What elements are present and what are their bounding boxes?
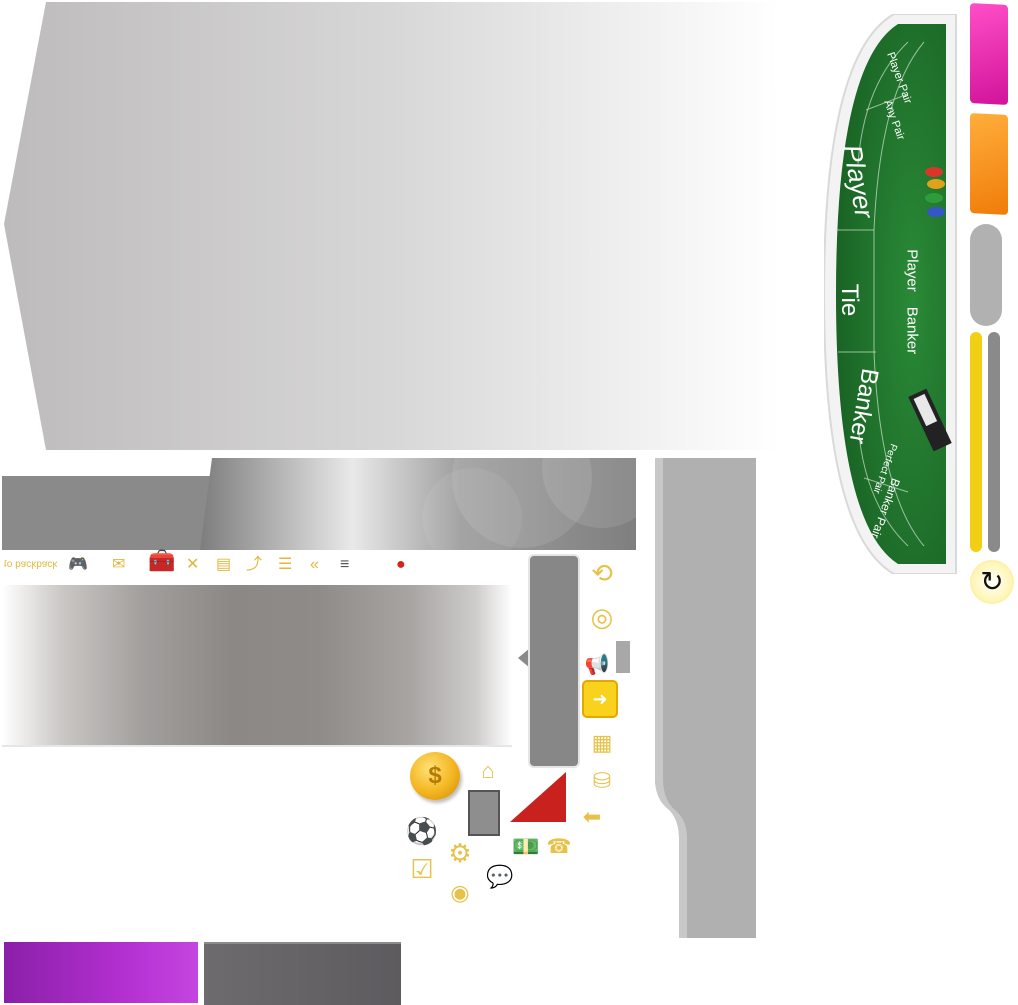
chip-stack — [925, 167, 945, 217]
tie-bet-label[interactable]: Tie — [836, 283, 863, 317]
slots-icon[interactable]: ▦ — [591, 730, 613, 755]
orange-card-tile[interactable] — [970, 113, 1008, 215]
gold-coin-icon[interactable]: $ — [410, 752, 460, 800]
align-icon[interactable]: ≡ — [340, 556, 350, 573]
soccer-ball-icon[interactable]: ⚽ — [405, 816, 439, 846]
grey-progress-bar — [988, 332, 1000, 552]
treasure-chest-icon[interactable]: 🧰 — [148, 548, 176, 573]
small-grey-bar — [616, 641, 630, 673]
menu-icon[interactable]: ☰ — [278, 556, 293, 573]
header-banner — [2, 458, 636, 550]
home-icon[interactable]: ⌂ — [481, 758, 495, 783]
close-icon[interactable]: ✕ — [186, 556, 200, 573]
megaphone-icon[interactable]: 📢 — [584, 654, 610, 676]
double-chevron-icon[interactable]: « — [310, 556, 319, 573]
scroll-rail — [655, 458, 756, 938]
purple-tile — [4, 942, 198, 1003]
baccarat-table: Player Pair Any Pair Player Tie Player B… — [822, 13, 974, 575]
chip-stack-icon[interactable]: ⛁ — [592, 768, 612, 793]
grey-pill-tile — [970, 224, 1002, 326]
card-shoe — [908, 388, 952, 452]
refresh-icon[interactable]: ↻ — [970, 560, 1014, 604]
large-panel-background — [4, 2, 779, 454]
gamepad-icon[interactable]: 🎮 — [68, 556, 88, 573]
eye-icon[interactable]: ◉ — [450, 880, 470, 905]
grey-tile — [204, 942, 401, 1005]
checkbox-icon[interactable]: ☑ — [410, 854, 434, 884]
tooltip-arrow — [518, 648, 530, 668]
grey-swatch — [468, 790, 500, 836]
pink-card-tile[interactable] — [970, 3, 1008, 105]
tooltip-panel — [528, 554, 580, 768]
target-icon[interactable]: ◎ — [590, 602, 614, 632]
chat-bubble-icon[interactable]: ● — [396, 556, 406, 573]
list-icon[interactable]: ▤ — [216, 556, 232, 573]
back-arrow-icon[interactable]: ⬅ — [582, 804, 602, 829]
pin-icon[interactable]: ⤴ — [246, 556, 263, 573]
mail-icon[interactable]: ✉ — [112, 556, 126, 573]
mirrored-label: ʞɔɐqʞɔɐq oʇ — [4, 559, 58, 570]
yellow-progress-bar — [970, 332, 982, 552]
exit-icon[interactable]: ➜ — [582, 680, 618, 718]
content-panel — [2, 585, 512, 747]
icon-strip: ʞɔɐqʞɔɐq oʇ 🎮 ✉ 🧰 ✕ ▤ ⤴ ☰ « ≡ ● — [2, 548, 422, 580]
banker-side-label: Banker — [903, 306, 921, 355]
settings-gear-icon[interactable]: ⚙ — [448, 838, 472, 868]
cash-icon[interactable]: 💵 — [512, 834, 540, 859]
refresh-arrow-icon[interactable]: ⟲ — [591, 558, 613, 588]
speech-bubble-icon[interactable]: 💬 — [486, 864, 514, 889]
phone-icon[interactable]: ☎ — [546, 836, 572, 858]
red-corner-ribbon — [510, 772, 566, 822]
